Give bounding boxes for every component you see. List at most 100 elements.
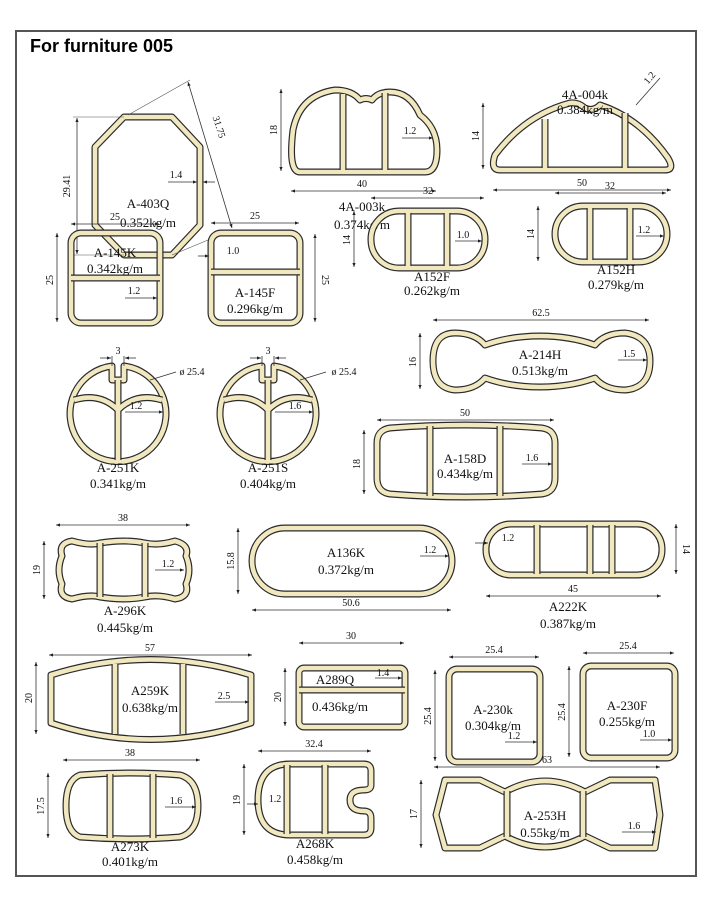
- profile-weight: 0.638kg/m: [122, 700, 178, 715]
- dim-slot: 3: [266, 346, 271, 357]
- profile-weight: 0.458kg/m: [287, 852, 343, 867]
- profile-name: A-403Q: [127, 196, 170, 211]
- profile-wall-band: [405, 213, 450, 266]
- profile-name: A-251S: [248, 460, 288, 475]
- dim-width: 25: [110, 212, 120, 223]
- profile-weight: 0.279kg/m: [588, 277, 644, 292]
- profile-a-296k: 38 19 1.2 A-296K 0.445kg/m: [32, 513, 193, 635]
- profile-a-251s: 3 ø 25.4 1.6 A-251S 0.404kg/m: [216, 346, 357, 491]
- dim-thickness: 1.2: [404, 126, 417, 137]
- dim-height: 17.5: [36, 797, 47, 815]
- dim-height: 14: [471, 131, 482, 141]
- dim-thickness: 1.5: [623, 349, 636, 360]
- dim-thickness: 1.6: [628, 821, 641, 832]
- dim-height: 14: [342, 235, 353, 245]
- dim-height: 19: [32, 565, 43, 575]
- profile-a-145f: 25 25 1.0 A-145F 0.296kg/m: [198, 211, 330, 327]
- dim-thickness: 1.2: [130, 401, 143, 412]
- profile-name: A268K: [296, 836, 335, 851]
- dim-width: 38: [118, 513, 128, 524]
- profile-wall-band: [249, 525, 455, 597]
- profile-weight: 0.255kg/m: [599, 714, 655, 729]
- dim-thickness: 1.6: [526, 453, 539, 464]
- dim-diameter: ø 25.4: [332, 367, 357, 378]
- profile-weight: 0.304kg/m: [465, 718, 521, 733]
- profile-weight: 0.296kg/m: [227, 301, 283, 316]
- profile-weight: 0.384kg/m: [557, 102, 613, 117]
- profile-wall-band: [430, 330, 653, 393]
- profile-a-230k: 25.4 25.4 1.2 A-230k 0.304kg/m: [423, 645, 544, 766]
- dim-width: 32.4: [305, 739, 323, 750]
- profile-name: A-214H: [519, 347, 562, 362]
- profile-name: A-145K: [94, 245, 137, 260]
- profile-weight: 0.55kg/m: [520, 825, 569, 840]
- dim-width: 57: [145, 643, 155, 654]
- profile-name: A136K: [327, 545, 366, 560]
- dim-height: 20: [24, 693, 35, 703]
- dim-width: 45: [568, 584, 578, 595]
- dim-thickness: 1.2: [128, 286, 141, 297]
- profile-name: A152F: [414, 269, 450, 284]
- profile-wall-band: [491, 100, 674, 173]
- profile-4a-004k: 14 50 1.2 4A-004k 0.384kg/m: [471, 70, 675, 192]
- profile-wall-band: [374, 422, 558, 500]
- dim-thickness: 1.2: [508, 731, 521, 742]
- profile-wall-band: [208, 230, 303, 326]
- dim-thickness: 1.0: [643, 729, 656, 740]
- profile-name: A-230F: [607, 698, 647, 713]
- profile-wall-band: [542, 113, 628, 168]
- dim-thickness: 1.4: [377, 668, 390, 679]
- profile-wall-band: [97, 543, 148, 597]
- profile-weight: 0.387kg/m: [540, 616, 596, 631]
- profile-weight: 0.434kg/m: [437, 466, 493, 481]
- profile-wall-band: [446, 666, 543, 765]
- dim-height: 14: [680, 544, 691, 554]
- profile-a-158d: 50 18 1.6 A-158D 0.434kg/m: [352, 408, 559, 501]
- dim-height: 25.4: [557, 703, 568, 721]
- dim-width: 50: [460, 408, 470, 419]
- profile-a-145k: 25 25 1.2 A-145K 0.342kg/m: [45, 212, 164, 327]
- dim-width: 25.4: [619, 641, 637, 652]
- dim-width: 62.5: [532, 308, 550, 319]
- dim-thickness: 1.2: [502, 533, 515, 544]
- dim-width: 50: [577, 178, 587, 189]
- dim-thickness: 1.2: [424, 545, 437, 556]
- profile-wall-band: [427, 426, 503, 496]
- dim-width: 40: [357, 179, 367, 190]
- profile-wall-band: [48, 657, 254, 742]
- profile-a268k: 32.4 19 1.2 A268K 0.458kg/m: [232, 739, 375, 867]
- profile-name: A273K: [111, 839, 150, 854]
- profile-weight: 0.342kg/m: [87, 261, 143, 276]
- profile-wall-band: [67, 363, 169, 464]
- dim-width: 63: [542, 755, 552, 766]
- dim-height: 17: [409, 809, 420, 819]
- profile-wall-band: [552, 203, 670, 265]
- dim-width: 32: [423, 186, 433, 197]
- dimension-line: [149, 371, 177, 381]
- dim-width: 25: [250, 211, 260, 222]
- profile-a259k: 57 20 2.5 A259K 0.638kg/m: [24, 643, 255, 743]
- dim-thickness: 1.2: [638, 225, 651, 236]
- profile-wall-band: [255, 761, 374, 838]
- profile-name: A-296K: [104, 603, 147, 618]
- profile-wall-band: [73, 380, 163, 460]
- dim-thickness: 2.5: [218, 691, 231, 702]
- profile-wall-band: [107, 774, 156, 838]
- profile-name: A-251K: [97, 460, 140, 475]
- profile-wall-band: [504, 791, 586, 837]
- dim-thickness: 1.6: [289, 401, 302, 412]
- dimension-line: [127, 79, 191, 116]
- profile-name: A259K: [131, 683, 170, 698]
- profile-name: A-253H: [524, 808, 567, 823]
- profile-name: 4A-003k: [339, 199, 386, 214]
- dim-width: 25.4: [485, 645, 503, 656]
- dim-height: 16: [408, 357, 419, 367]
- profile-wall-band: [223, 380, 313, 460]
- profile-name: A-145F: [235, 285, 275, 300]
- dim-width: 50.6: [342, 598, 360, 609]
- profile-4a-003k: 18 40 1.2 4A-003k 0.374kg/m: [269, 86, 441, 232]
- profile-a289q: 30 20 1.4 A289Q 0.436kg/m: [273, 631, 409, 731]
- profile-wall-band: [296, 665, 408, 730]
- profile-weight: 0.513kg/m: [512, 363, 568, 378]
- profile-name: A289Q: [316, 672, 355, 687]
